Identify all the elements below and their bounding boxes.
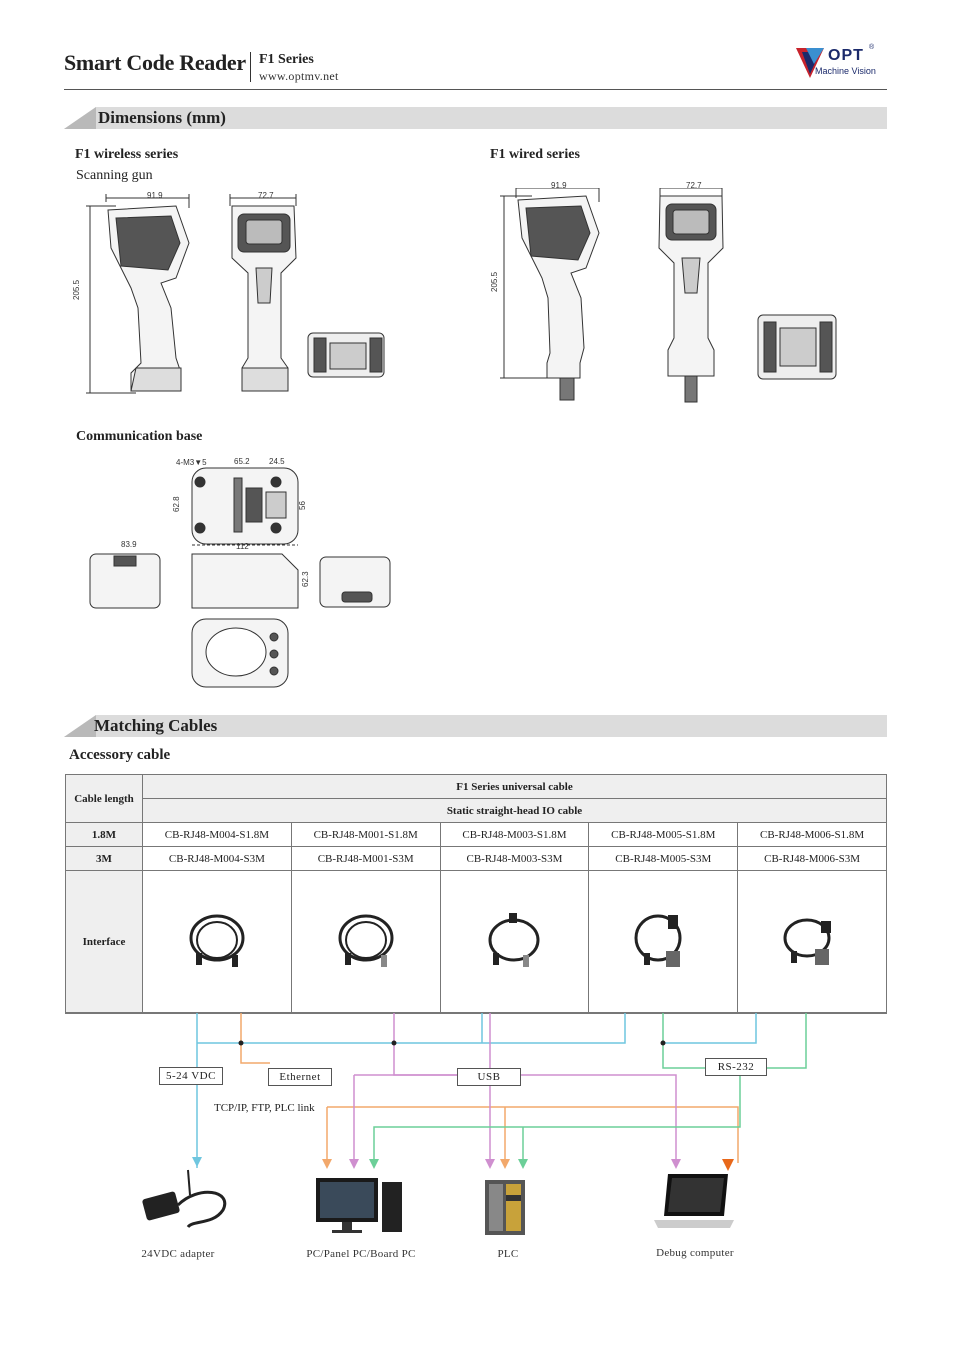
wired-width-side: 91.9 (551, 181, 567, 190)
power-vdc-label: 5-24 VDC (159, 1067, 223, 1085)
wireless-series-title: F1 wireless series (75, 147, 179, 162)
cables-title: Matching Cables (94, 716, 218, 735)
table-cell: CB-RJ48-M003-S3M (439, 846, 590, 871)
table-bottom-rule (65, 1013, 887, 1014)
wired-gun-drawing (500, 188, 837, 403)
cable-image-2 (290, 870, 441, 1013)
ethernet-label: Ethernet (268, 1068, 332, 1086)
dimensions-section-bar: Dimensions (mm) (64, 107, 887, 129)
opt-logo-icon (796, 48, 824, 78)
document-title: Smart Code Reader (64, 50, 246, 75)
plc-icon (485, 1180, 525, 1235)
base-dim-62-3: 62.3 (301, 571, 310, 587)
logo-text: OPT (828, 47, 864, 64)
cable-image-5 (737, 870, 887, 1013)
table-cell: CB-RJ48-M005-S3M (588, 846, 739, 871)
usb-label: USB (457, 1068, 521, 1086)
cable-length-header: Cable length (65, 774, 143, 823)
cable-image-1 (142, 870, 292, 1013)
wireless-width-side: 91.9 (147, 191, 163, 200)
interface-row: Interface (65, 870, 887, 1013)
header-separator (250, 52, 251, 82)
table-row: 3M CB-RJ48-M004-S3M CB-RJ48-M001-S3M CB-… (65, 846, 887, 871)
base-dim-65-2: 65.2 (234, 457, 250, 466)
accessory-cable-subtitle: Accessory cable (69, 747, 171, 763)
website-url[interactable]: www.optmv.net (259, 69, 339, 83)
series-name: F1 Series (259, 52, 314, 67)
interface-label: Interface (65, 870, 143, 1013)
cables-section-bar: Matching Cables (64, 715, 887, 737)
table-cell: CB-RJ48-M006-S3M (737, 846, 887, 871)
power-adapter-icon (142, 1169, 227, 1229)
io-cable-header: Static straight-head IO cable (142, 798, 887, 823)
dimensions-title: Dimensions (mm) (98, 108, 226, 127)
wireless-width-front: 72.7 (258, 191, 274, 200)
base-dim-56: 56 (298, 501, 307, 510)
table-cell: CB-RJ48-M001-S1.8M (290, 822, 441, 847)
communication-base-title: Communication base (76, 429, 203, 444)
wired-width-front: 72.7 (686, 181, 702, 190)
logo-registered-mark: ® (869, 44, 875, 51)
wired-series-title: F1 wired series (490, 147, 580, 162)
header-rule (64, 89, 887, 90)
scanning-gun-subtitle: Scanning gun (76, 168, 153, 183)
cable-image-4 (588, 870, 739, 1013)
base-dim-83-9: 83.9 (121, 540, 137, 549)
table-cell: CB-RJ48-M003-S1.8M (439, 822, 590, 847)
logo-subtitle: Machine Vision (815, 66, 876, 76)
base-screw-spec: 4-M3▼5 (176, 458, 207, 467)
base-dim-24-5: 24.5 (269, 457, 285, 466)
device-debug-label: Debug computer (656, 1247, 734, 1259)
cable-table: Cable length F1 Series universal cable S… (65, 774, 887, 1013)
connection-diagram (192, 1013, 807, 1171)
communication-base-drawing (89, 467, 391, 688)
base-dim-112: 112 (236, 542, 249, 551)
length-cell: 3M (65, 846, 143, 871)
universal-cable-header: F1 Series universal cable (142, 774, 887, 799)
table-cell: CB-RJ48-M006-S1.8M (737, 822, 887, 847)
device-plc-label: PLC (497, 1248, 519, 1260)
table-cell: CB-RJ48-M004-S1.8M (142, 822, 292, 847)
rs232-label: RS-232 (705, 1058, 767, 1076)
table-cell: CB-RJ48-M004-S3M (142, 846, 292, 871)
base-dim-62-8: 62.8 (172, 496, 181, 512)
wired-height: 205.5 (490, 271, 499, 292)
wireless-height: 205.5 (72, 279, 81, 300)
laptop-icon (654, 1174, 734, 1228)
cable-image-3 (439, 870, 590, 1013)
wireless-gun-drawing (86, 194, 385, 394)
tcp-ip-label: TCP/IP, FTP, PLC link (214, 1102, 315, 1114)
table-row: 1.8M CB-RJ48-M004-S1.8M CB-RJ48-M001-S1.… (65, 822, 887, 847)
device-adapter-label: 24VDC adapter (141, 1248, 215, 1260)
pc-icon (316, 1178, 402, 1233)
table-cell: CB-RJ48-M001-S3M (290, 846, 441, 871)
device-pc-label: PC/Panel PC/Board PC (306, 1248, 416, 1260)
table-cell: CB-RJ48-M005-S1.8M (588, 822, 739, 847)
length-cell: 1.8M (65, 822, 143, 847)
